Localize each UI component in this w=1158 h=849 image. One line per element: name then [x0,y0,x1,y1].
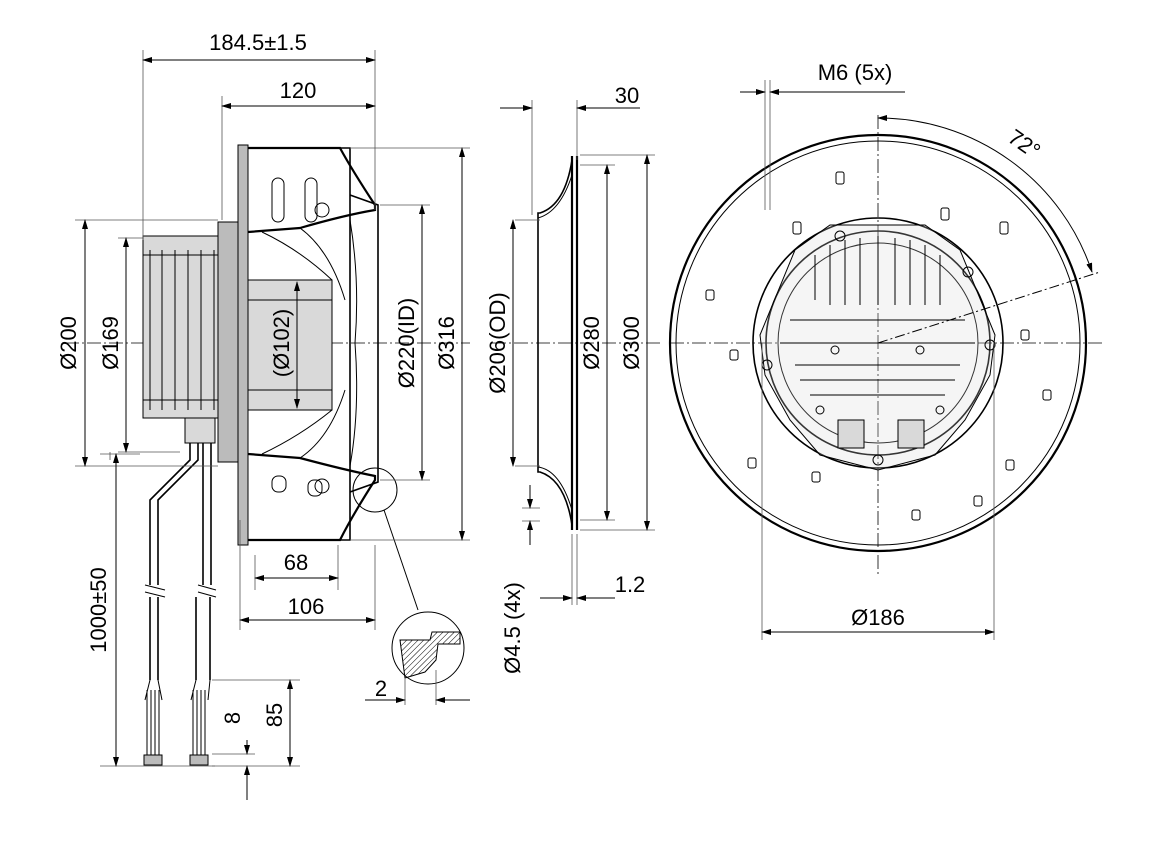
dim-sheet-thickness: 1.2 [615,572,646,597]
dim-85: 85 [262,703,287,727]
fan-side-view [65,144,470,766]
side-view-dimensions: 184.5±1.5 120 Ø200 Ø169 (Ø102) Ø220(ID) … [56,30,470,800]
dim-bolt-angle: 72° [1004,124,1046,164]
dim-detail-2: 2 [375,676,387,701]
dim-dia-300: Ø300 [619,316,644,370]
dim-68: 68 [284,550,308,575]
fan-front-view: M6 (5x) 72° Ø186 [668,60,1105,640]
dim-dia-316: Ø316 [434,316,459,370]
dim-hole-dia: Ø4.5 (4x) [500,582,525,674]
dim-dia-280: Ø280 [579,316,604,370]
dim-impeller-depth: 120 [280,78,317,103]
dim-dia-206-od: Ø206(OD) [485,292,510,393]
dim-106: 106 [288,594,325,619]
dim-ring-depth: 30 [615,83,639,108]
inlet-ring-view: 30 Ø206(OD) Ø280 Ø300 Ø4.5 (4x) 1.2 [485,83,660,674]
dim-dia-200: Ø200 [56,316,81,370]
dim-8: 8 [220,712,245,724]
dim-dia-102: (Ø102) [269,309,294,377]
dim-dia-220-id: Ø220(ID) [394,298,419,388]
dim-cable-length: 1000±50 [86,567,111,653]
dim-screw-thread: M6 (5x) [818,60,893,85]
dim-overall-length: 184.5±1.5 [209,30,307,55]
motor-housing [142,235,224,419]
dim-dia-169: Ø169 [98,316,123,370]
dim-bolt-circle: Ø186 [851,605,905,630]
